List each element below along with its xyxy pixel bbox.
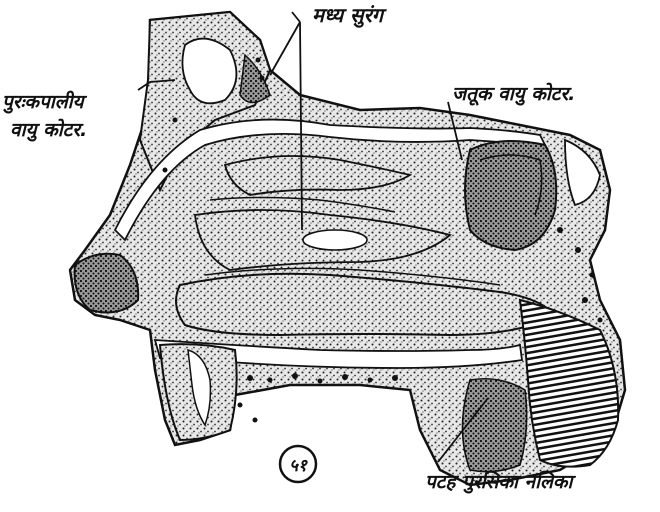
- figure-number: ५१: [289, 456, 308, 476]
- figure-number-badge: ५१: [280, 446, 316, 482]
- label-pharyngeal-tube: पटह पुरसिका नलिका: [425, 470, 576, 494]
- sphenoid-sinus: [465, 141, 556, 250]
- meatus-opening: [303, 230, 367, 250]
- nose-tip: [75, 254, 139, 313]
- label-frontal-sinus-line2: वायु कोटर.: [10, 118, 87, 142]
- label-middle-meatus: मध्य सुरंग: [312, 3, 388, 28]
- label-sphenoid-sinus: जतूक वायु कोटर.: [452, 82, 575, 106]
- label-frontal-sinus-line1: पुरःकपालीय: [2, 90, 88, 114]
